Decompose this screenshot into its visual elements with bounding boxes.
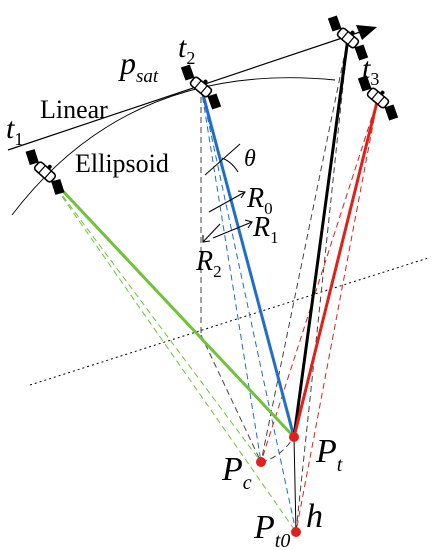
label-r0: R0 <box>246 183 273 218</box>
red-dashed-to-pt0 <box>295 97 379 533</box>
solid-lines <box>43 37 380 533</box>
label-r2: R2 <box>195 246 222 281</box>
label-pt: Pt <box>315 433 343 476</box>
red-dashed-to-pc <box>260 97 379 463</box>
height-line <box>293 436 297 533</box>
blue-solid-line <box>199 86 296 438</box>
label-pc: Pc <box>221 451 252 494</box>
black-dashed-to-pc <box>260 37 349 463</box>
label-psat: psat <box>118 45 159 87</box>
label-ellipsoid: Ellipsoid <box>75 149 169 178</box>
point-pt0 <box>291 527 301 537</box>
black-dashed-to-pt0 <box>295 37 349 533</box>
black-solid-line <box>292 37 350 438</box>
arrowhead-icon <box>356 25 377 40</box>
green-dashed-to-pc <box>44 171 262 463</box>
label-pt0: Pt0 <box>253 509 290 550</box>
blue-dashed-to-pc <box>200 86 262 463</box>
label-r1: R1 <box>252 212 279 247</box>
label-theta: θ <box>244 146 256 172</box>
linear-track-line <box>7 27 373 151</box>
point-pt <box>289 432 299 442</box>
green-solid-line <box>43 170 296 439</box>
point-pc <box>256 457 266 467</box>
pc-pt-arc <box>260 436 295 463</box>
blue-dashed-to-pt0 <box>200 86 297 533</box>
r1-arrow <box>212 221 253 239</box>
black-dashed-pc-t2 <box>200 334 262 463</box>
red-solid-line <box>292 97 380 438</box>
label-linear: Linear <box>40 95 108 124</box>
range-arrows <box>202 190 253 243</box>
label-t2: t2 <box>178 31 195 68</box>
label-h: h <box>306 498 323 535</box>
label-t3: t3 <box>362 52 379 89</box>
label-t1: t1 <box>6 112 23 149</box>
green-dashed-to-pt0 <box>44 171 297 533</box>
r0-arrow <box>208 191 246 213</box>
r2-arrow <box>202 223 221 243</box>
satellite-icon <box>172 60 230 114</box>
dashed-lines <box>44 37 379 533</box>
theta-marker <box>204 143 241 176</box>
